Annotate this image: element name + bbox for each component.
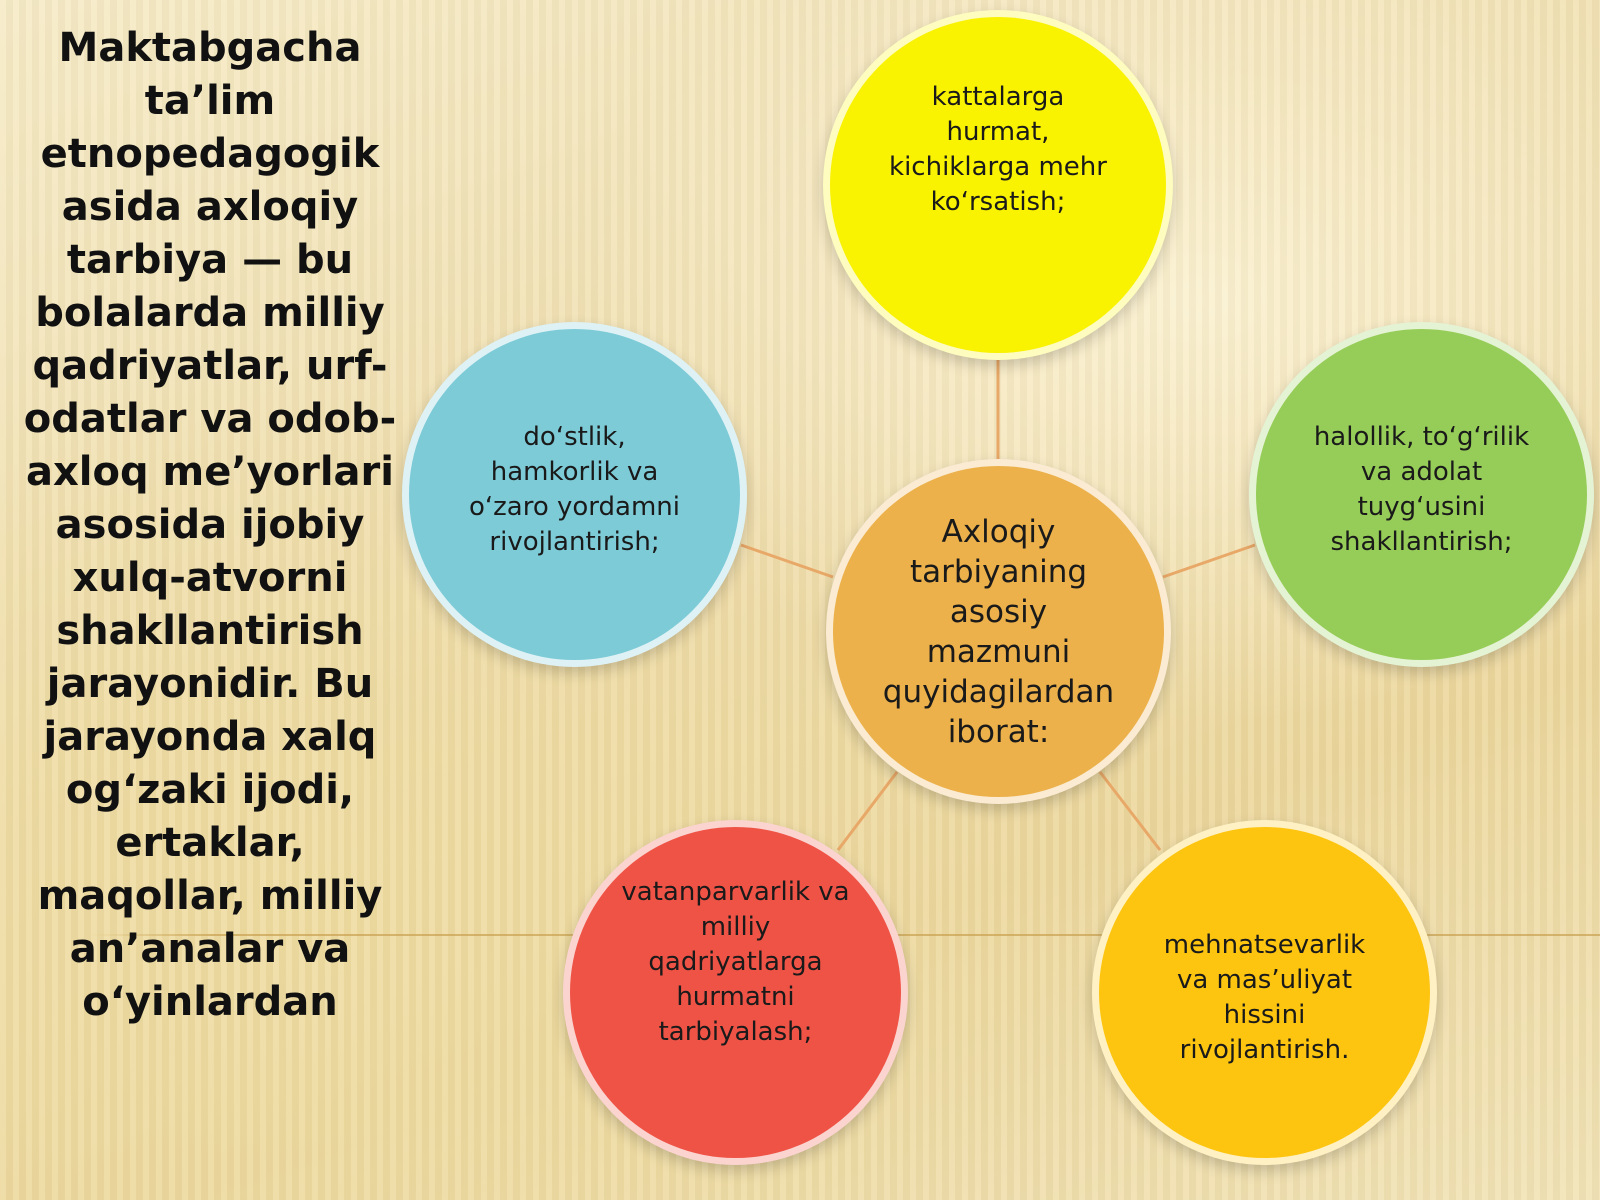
connector-center-left bbox=[740, 543, 834, 579]
connector-center-bottom-right bbox=[1098, 771, 1162, 851]
connector-center-right bbox=[1162, 543, 1256, 579]
center-label: Axloqiy tarbiyaning asosiy mazmuni quyid… bbox=[882, 513, 1115, 750]
node-top-circle: kattalarga hurmat, kichiklarga mehr ko‘r… bbox=[823, 10, 1173, 360]
node-bottom-right-circle: mehnatsevarlik va mas’uliyat hissini riv… bbox=[1092, 820, 1437, 1165]
node-bottom-left-circle: vatanparvarlik va milliy qadriyatlarga h… bbox=[563, 820, 908, 1165]
node-right-circle: halollik, to‘g‘rilik va adolat tuyg‘usin… bbox=[1249, 322, 1594, 667]
node-left-label: do‘stlik, hamkorlik va o‘zaro yordamni r… bbox=[468, 421, 681, 557]
node-bottom-left-label: vatanparvarlik va milliy qadriyatlarga h… bbox=[621, 877, 850, 1047]
node-top-label: kattalarga hurmat, kichiklarga mehr ko‘r… bbox=[889, 82, 1107, 217]
side-paragraph: Maktabgacha ta’lim etnopedagogik asida a… bbox=[23, 25, 397, 1025]
connector-center-bottom-left bbox=[836, 771, 899, 851]
center-circle: Axloqiy tarbiyaning asosiy mazmuni quyid… bbox=[826, 459, 1171, 804]
node-bottom-right-label: mehnatsevarlik va mas’uliyat hissini riv… bbox=[1163, 929, 1366, 1065]
node-left-circle: do‘stlik, hamkorlik va o‘zaro yordamni r… bbox=[402, 322, 747, 667]
node-right-label: halollik, to‘g‘rilik va adolat tuyg‘usin… bbox=[1313, 421, 1530, 557]
